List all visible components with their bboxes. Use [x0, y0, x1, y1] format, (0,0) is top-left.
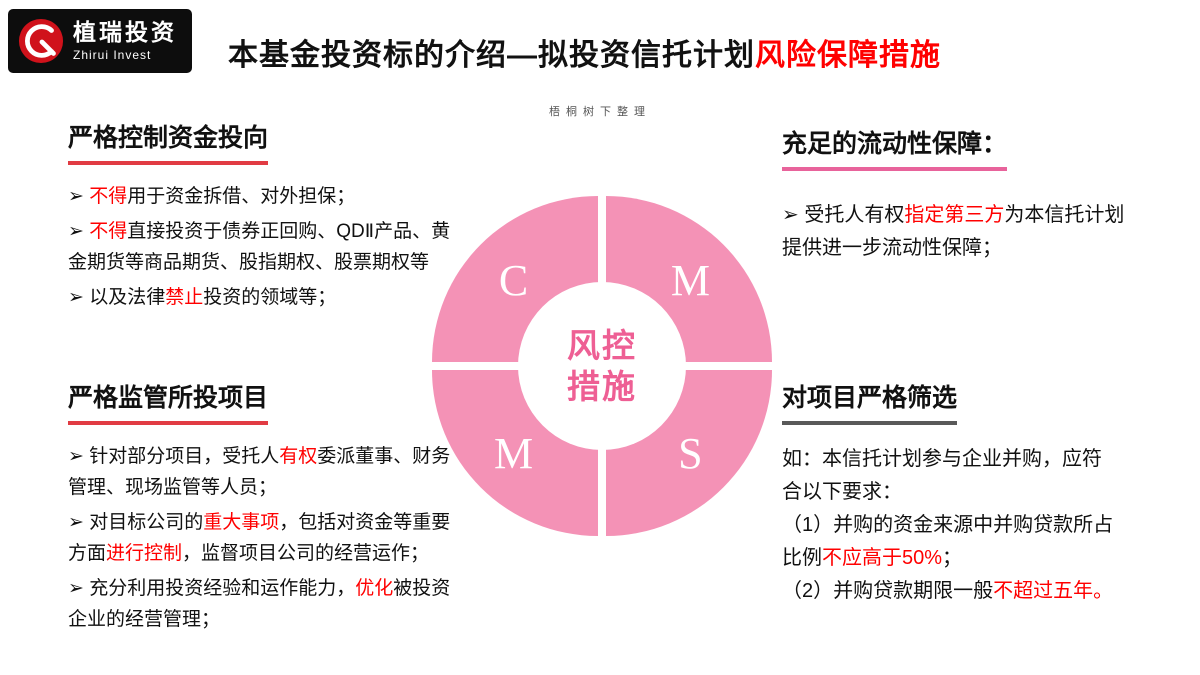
quadrant-letter: M: [494, 429, 534, 479]
risk-control-diagram: C M M S 风控 措施: [432, 196, 772, 536]
bullet-item: ➢ 以及法律禁止投资的领域等；: [68, 287, 337, 308]
diagram-center-label: 风控: [567, 326, 637, 364]
logo-icon: [18, 18, 64, 64]
bullet-item: ➢ 不得直接投资于债券正回购、QDⅡ产品、黄金期货等商品期货、股指期权、股票期权…: [68, 221, 451, 273]
logo-name: 植瑞投资: [73, 19, 177, 46]
quadrant-letter: M: [670, 256, 710, 305]
bullet-item: ➢ 不得用于资金拆借、对外担保；: [68, 186, 356, 207]
section-fund-direction: 严格控制资金投向 ➢ 不得用于资金拆借、对外担保； ➢ 不得直接投资于债券正回购…: [68, 118, 460, 317]
bullet-item: ➢ 受托人有权指定第三方为本信托计划提供进一步流动性保障；: [782, 204, 1125, 259]
section-project-supervision: 严格监管所投项目 ➢ 针对部分项目，受托人有权委派董事、财务管理、现场监管等人员…: [68, 378, 460, 639]
diagram-center-circle: 风控 措施: [518, 282, 686, 450]
diagram-center-label: 措施: [567, 368, 637, 405]
logo-text: 植瑞投资 Zhirui Invest: [73, 19, 177, 62]
title-highlight: 风险保障措施: [755, 39, 941, 72]
bullet-list: ➢ 不得用于资金拆借、对外担保； ➢ 不得直接投资于债券正回购、QDⅡ产品、黄金…: [68, 181, 460, 313]
section-heading: 对项目严格筛选: [782, 378, 958, 425]
section-paragraph: 如：本信托计划参与企业并购，应符合以下要求： （1）并购的资金来源中并购贷款所占…: [782, 448, 1114, 602]
watermark: 梧桐树下整理: [549, 106, 651, 118]
section-heading: 严格控制资金投向: [68, 118, 269, 165]
section-project-screening: 对项目严格筛选 如：本信托计划参与企业并购，应符合以下要求： （1）并购的资金来…: [782, 378, 1116, 608]
bullet-item: ➢ 对目标公司的重大事项，包括对资金等重要方面进行控制，监督项目公司的经营运作；: [68, 512, 451, 564]
quadrant-letter: S: [678, 429, 703, 479]
logo-subtitle: Zhirui Invest: [73, 47, 152, 62]
section-liquidity-guarantee: 充足的流动性保障： ➢ 受托人有权指定第三方为本信托计划提供进一步流动性保障；: [782, 124, 1126, 269]
bullet-list: ➢ 针对部分项目，受托人有权委派董事、财务管理、现场监管等人员； ➢ 对目标公司…: [68, 441, 460, 635]
section-heading: 严格监管所投项目: [68, 378, 269, 425]
page-title: 本基金投资标的介绍—拟投资信托计划风险保障措施: [228, 30, 941, 74]
bullet-list: ➢ 受托人有权指定第三方为本信托计划提供进一步流动性保障；: [782, 199, 1126, 265]
bullet-item: ➢ 充分利用投资经验和运作能力，优化被投资企业的经营管理；: [68, 578, 451, 630]
bullet-item: ➢ 针对部分项目，受托人有权委派董事、财务管理、现场监管等人员；: [68, 446, 451, 498]
title-main: 本基金投资标的介绍—拟投资信托计划: [228, 39, 755, 72]
logo: 植瑞投资 Zhirui Invest: [8, 9, 192, 73]
section-heading: 充足的流动性保障：: [782, 124, 1008, 171]
quadrant-letter: C: [498, 256, 529, 305]
